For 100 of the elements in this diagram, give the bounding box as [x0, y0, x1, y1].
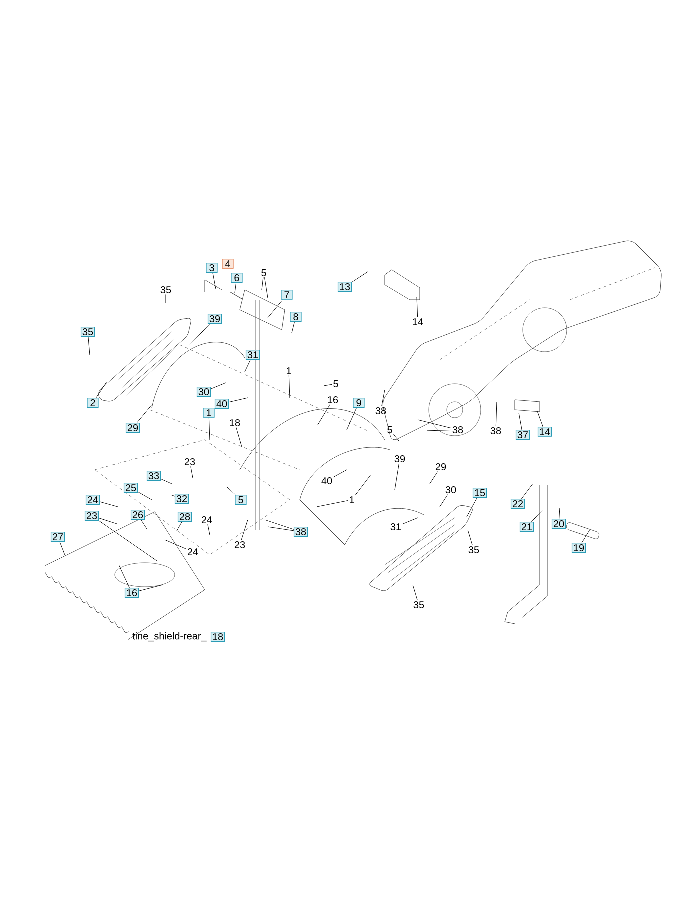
- leader-line: [352, 272, 368, 283]
- leader-line: [268, 300, 284, 318]
- leader-line: [241, 520, 248, 541]
- leader-line: [418, 420, 452, 429]
- callout-number: 28: [178, 512, 192, 522]
- callout-number: 38: [376, 407, 386, 415]
- callout-number: 19: [572, 542, 586, 554]
- leader-line: [496, 402, 498, 427]
- callout-number: 5: [262, 270, 266, 276]
- callout-number: 23: [84, 510, 100, 522]
- leader-line: [96, 382, 108, 398]
- callout-number: 29: [436, 463, 446, 471]
- leader-line: [292, 322, 295, 334]
- callout-number: 35: [80, 326, 96, 338]
- leader-line: [394, 434, 400, 442]
- callout-number: 40: [214, 398, 230, 410]
- leader-line: [208, 524, 210, 536]
- callout-number: 33: [146, 470, 162, 482]
- callout-number: 7: [281, 290, 293, 300]
- leader-line: [208, 418, 210, 440]
- callout-number: 15: [472, 488, 488, 498]
- callout-number: 14: [538, 427, 552, 437]
- callout-number: 32: [174, 494, 190, 504]
- callout-number: 3: [206, 262, 218, 274]
- leader-line: [160, 478, 172, 484]
- leader-line: [100, 502, 118, 508]
- leader-line: [394, 463, 400, 490]
- callout-number: 23: [184, 458, 196, 466]
- callout-number: 35: [160, 286, 172, 294]
- leader-line: [582, 530, 590, 544]
- leader-line: [190, 466, 194, 478]
- callout-number: 18: [210, 632, 226, 642]
- leader-line: [521, 484, 534, 500]
- callout-number: 8: [290, 312, 302, 322]
- leader-line: [118, 564, 130, 588]
- leader-line: [140, 520, 148, 530]
- callout-number: 1: [203, 408, 215, 418]
- callout-number: 20: [552, 518, 566, 530]
- callout-number: 1: [287, 368, 292, 374]
- callout-number: 24: [86, 495, 100, 505]
- callout-number: 35: [468, 546, 480, 554]
- leader-line: [98, 520, 158, 562]
- leader-line: [333, 470, 348, 478]
- callout-number: 5: [235, 495, 247, 505]
- callout-number: 38: [294, 526, 308, 538]
- callout-number: 14: [413, 318, 424, 326]
- callout-number: 6: [231, 272, 243, 284]
- callout-number: 31: [390, 523, 402, 531]
- leader-line: [531, 510, 544, 522]
- callout-number: 30: [446, 486, 456, 494]
- leader-line: [324, 384, 332, 386]
- leader-line: [138, 584, 164, 592]
- leader-line: [518, 412, 522, 430]
- leader-line: [440, 494, 448, 508]
- callout-number: 22: [510, 499, 526, 509]
- callout-number: 16: [328, 396, 338, 404]
- callout-number: 40: [322, 477, 332, 485]
- leader-line: [466, 498, 478, 518]
- leader-line: [234, 282, 237, 294]
- leader-line: [268, 526, 294, 532]
- leader-line: [355, 474, 372, 496]
- leader-line: [228, 398, 248, 403]
- leader-line: [244, 360, 251, 372]
- leader-line: [416, 296, 418, 318]
- callout-number: 23: [234, 541, 246, 549]
- callout-number: 30: [196, 386, 212, 398]
- leader-line: [176, 522, 182, 532]
- leader-line: [236, 427, 242, 448]
- callout-number: 1: [350, 496, 354, 504]
- leader-line: [262, 277, 264, 290]
- part-label: tine_shield-rear_: [132, 632, 207, 642]
- callout-number: 25: [124, 482, 138, 494]
- leader-line: [430, 471, 438, 484]
- leader-line: [382, 390, 386, 407]
- callout-number: 4: [222, 259, 234, 269]
- callout-number: 39: [208, 314, 222, 324]
- callout-number: 27: [50, 532, 66, 542]
- leader-line: [536, 410, 544, 428]
- callout-number: 2: [87, 398, 99, 408]
- leader-line: [164, 540, 187, 550]
- callout-number: 24: [202, 516, 212, 524]
- callout-number: 31: [246, 350, 260, 360]
- leader-line: [402, 518, 418, 524]
- leader-line: [212, 272, 216, 290]
- leader-line: [226, 486, 236, 496]
- callout-number: 5: [334, 380, 338, 388]
- callout-number: 35: [414, 601, 424, 609]
- leader-line: [210, 382, 226, 390]
- callout-number: 13: [338, 282, 352, 292]
- leader-line: [98, 518, 118, 524]
- leader-line: [264, 520, 294, 530]
- leader-line: [288, 375, 290, 398]
- leader-line: [346, 408, 358, 430]
- leader-line: [316, 500, 348, 508]
- leader-line: [468, 530, 473, 546]
- leader-line: [190, 324, 210, 346]
- leader-line: [138, 492, 152, 500]
- callout-number: 26: [130, 510, 146, 520]
- leader-line: [88, 336, 90, 356]
- leader-line: [559, 508, 560, 520]
